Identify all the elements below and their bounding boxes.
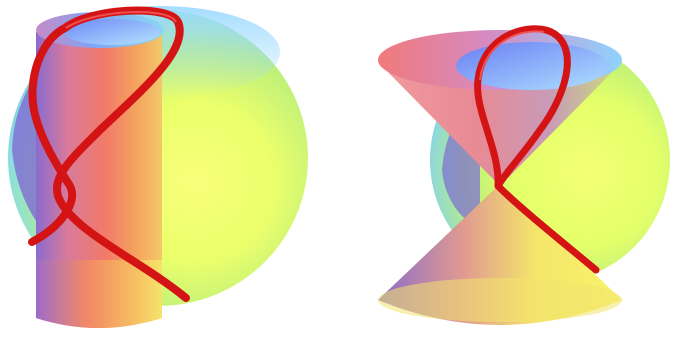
curve-highlight — [65, 10, 177, 29]
sphere-cone-figure — [378, 25, 670, 325]
intersection-curve-back — [28, 24, 76, 246]
panel-sphere-cylinder — [0, 0, 330, 339]
intersection-curve-lower — [494, 182, 600, 274]
curve-highlight — [479, 30, 545, 81]
cylinder-top-opening — [64, 19, 160, 45]
intersection-curve-upper — [474, 25, 571, 190]
panel-sphere-cone — [350, 0, 693, 339]
lower-cone-base — [378, 278, 622, 322]
cylinder-lower-surface — [36, 260, 162, 328]
sphere-cylinder-figure — [8, 6, 308, 328]
intersection-curve-front — [52, 6, 190, 302]
